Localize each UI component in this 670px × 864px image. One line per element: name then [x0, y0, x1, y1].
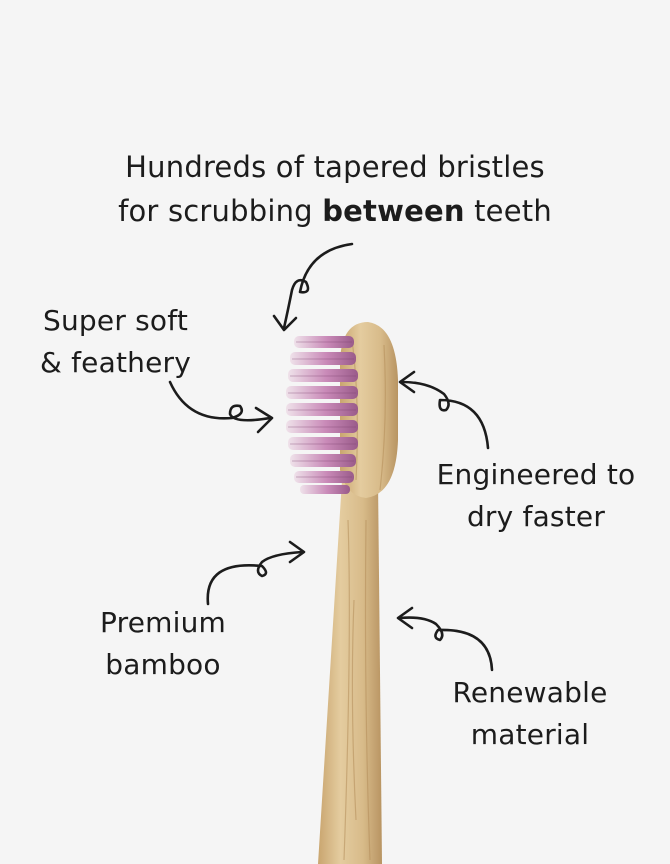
feature-renewable-label: Renewable material — [430, 672, 630, 756]
feature-bamboo-label: Premium bamboo — [70, 602, 256, 686]
feature-soft-line2: & feathery — [39, 346, 191, 379]
feature-renewable-line1: Renewable — [452, 676, 608, 709]
arrow-to-bristles-side — [168, 380, 274, 434]
emphasis-between: between — [322, 194, 465, 228]
feature-bristles-line2: for scrubbing between teeth — [118, 194, 552, 228]
feature-dry-line2: dry faster — [466, 500, 606, 533]
feature-soft-line1: Super soft — [43, 304, 188, 337]
feature-dry-line1: Engineered to — [436, 458, 636, 491]
feature-bristles-label: Hundreds of tapered bristles for scrubbi… — [60, 145, 610, 233]
feature-bamboo-line1: Premium — [100, 606, 226, 639]
feature-bristles-line1: Hundreds of tapered bristles — [125, 150, 545, 184]
feature-dry-label: Engineered to dry faster — [420, 454, 652, 538]
feature-renewable-line2: material — [470, 718, 590, 751]
arrow-to-head — [398, 370, 490, 450]
arrow-to-handle — [206, 540, 306, 606]
bristles — [286, 336, 358, 494]
feature-soft-label: Super soft & feathery — [28, 300, 203, 384]
bamboo-handle — [318, 480, 382, 864]
feature-bamboo-line2: bamboo — [105, 648, 221, 681]
arrow-to-handle-lower — [396, 606, 494, 672]
arrow-to-bristles-top — [272, 242, 354, 332]
